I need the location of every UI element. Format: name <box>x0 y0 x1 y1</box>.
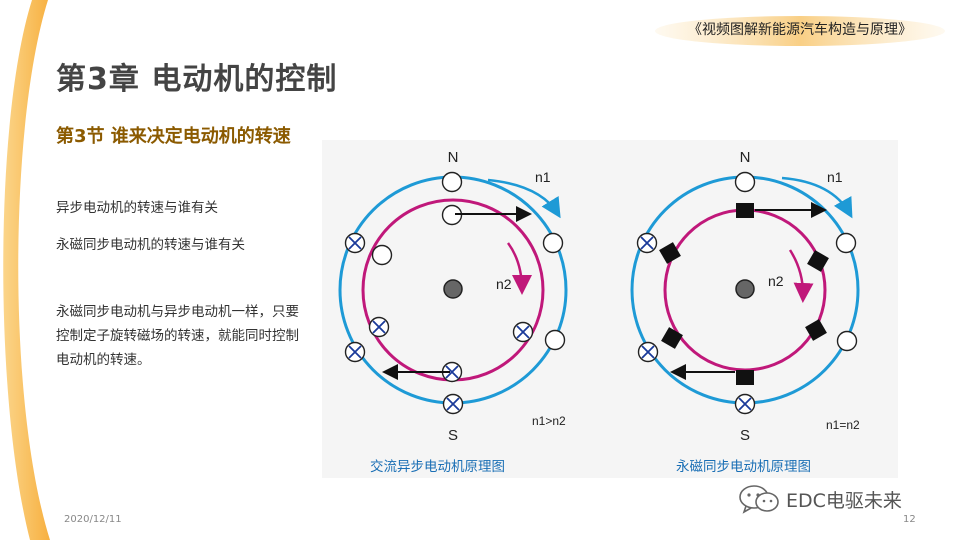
question-asynchronous: 异步电动机的转速与谁有关 <box>56 200 218 216</box>
n2-label: n2 <box>768 273 784 289</box>
north-label: N <box>740 149 751 166</box>
speed-relation: n1>n2 <box>532 414 566 428</box>
cross-conductor <box>442 393 464 415</box>
cross-conductor <box>734 393 756 415</box>
south-label: S <box>448 427 458 444</box>
wechat-icon <box>739 485 779 514</box>
question-pm-synchronous: 永磁同步电动机的转速与谁有关 <box>56 237 245 253</box>
permanent-magnet <box>807 250 829 272</box>
async-motor-diagram: N S n1 n2 n1>n2 <box>338 149 568 444</box>
cross-conductor <box>344 232 366 254</box>
shaft-center <box>735 279 755 299</box>
cross-conductor <box>512 321 534 343</box>
n1-label: n1 <box>535 169 551 185</box>
book-tag-background <box>655 16 945 46</box>
section-title: 第3节 谁来决定电动机的转速 <box>56 126 291 147</box>
footer-date: 2020/12/11 <box>64 514 122 525</box>
cross-conductor <box>368 316 390 338</box>
cross-conductor <box>636 232 658 254</box>
permanent-magnet <box>805 319 827 341</box>
n2-label: n2 <box>496 276 512 292</box>
decorative-left-arc <box>3 0 50 540</box>
cross-conductor <box>637 341 659 363</box>
cross-conductor <box>344 341 366 363</box>
motor-diagrams: N S n1 n2 n1>n2 <box>338 149 860 444</box>
page-number: 12 <box>903 514 916 525</box>
explanation-paragraph: 永磁同步电动机与异步电动机一样，只要控制定子旋转磁场的转速，就能同时控制电动机的… <box>56 304 299 368</box>
watermark-text: EDC电驱未来 <box>786 490 902 512</box>
chapter-title: 第3章 电动机的控制 <box>56 62 338 97</box>
permanent-magnet <box>659 242 681 264</box>
north-label: N <box>448 149 459 166</box>
shaft-center <box>443 279 463 299</box>
south-label: S <box>740 427 750 444</box>
permanent-magnet <box>736 370 754 385</box>
pm-sync-motor-diagram: N S n1 n2 n1=n2 <box>630 149 860 444</box>
speed-relation: n1=n2 <box>826 418 860 432</box>
permanent-magnet <box>736 203 754 218</box>
n1-label: n1 <box>827 169 843 185</box>
permanent-magnet <box>661 327 683 349</box>
caption-async-motor: 交流异步电动机原理图 <box>370 459 505 475</box>
caption-pm-sync-motor: 永磁同步电动机原理图 <box>676 459 811 475</box>
book-title: 《视频图解新能源汽车构造与原理》 <box>688 22 912 38</box>
figure-background <box>322 140 898 478</box>
